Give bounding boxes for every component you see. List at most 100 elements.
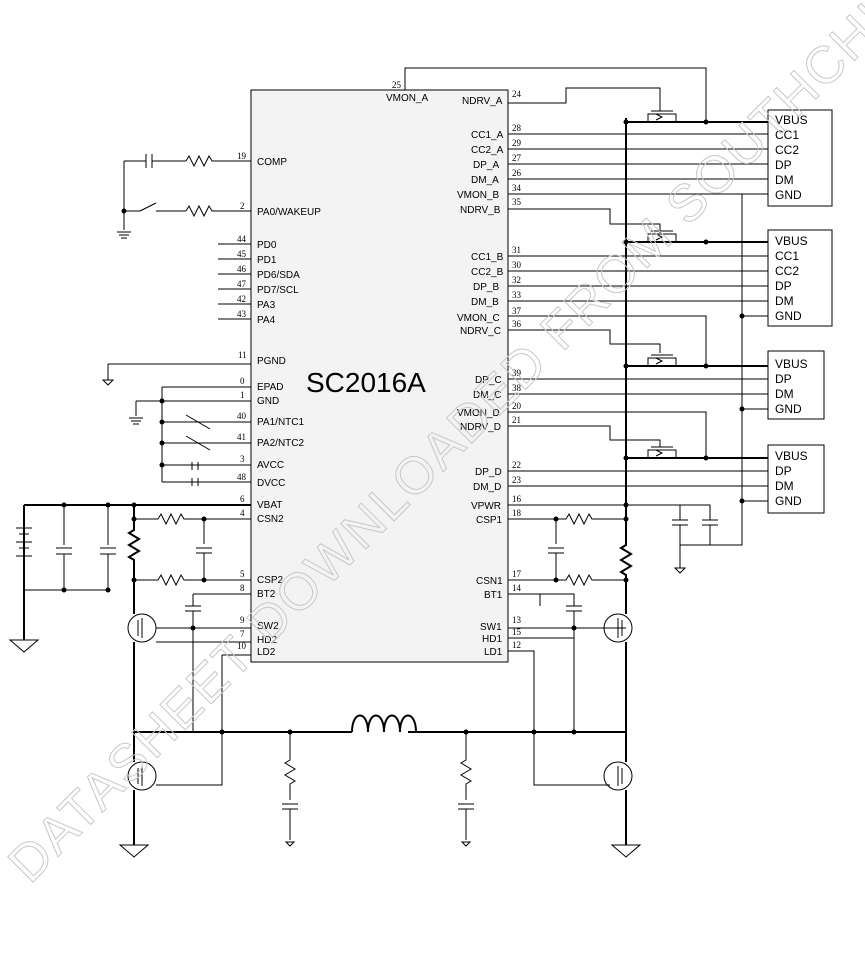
svg-text:18: 18 [512,508,522,518]
svg-text:VPWR: VPWR [471,501,501,512]
svg-text:39: 39 [512,368,522,378]
connector-a: VBUS CC1 CC2 DP DM GND [767,109,833,207]
svg-text:DM: DM [775,173,794,187]
svg-text:VMON_D: VMON_D [457,408,500,419]
svg-text:NDRV_D: NDRV_D [460,422,501,433]
svg-text:DM_A: DM_A [471,175,499,186]
svg-text:DP: DP [775,279,792,293]
svg-text:11: 11 [238,350,247,360]
svg-text:CC1: CC1 [775,249,799,263]
svg-text:VBUS: VBUS [775,113,808,127]
svg-text:19: 19 [237,151,247,161]
svg-text:CC1: CC1 [775,128,799,142]
svg-text:BT2: BT2 [257,589,276,600]
svg-text:CC2: CC2 [775,264,799,278]
svg-text:34: 34 [512,183,522,193]
switch-node [134,714,626,847]
svg-text:VMON_B: VMON_B [457,190,500,201]
svg-text:37: 37 [512,306,522,316]
svg-text:31: 31 [512,245,521,255]
svg-text:DM: DM [775,479,794,493]
svg-text:20: 20 [512,401,522,411]
svg-text:DP_B: DP_B [473,282,499,293]
svg-text:BT1: BT1 [484,590,503,601]
svg-text:DM: DM [775,294,794,308]
svg-text:DP_C: DP_C [475,375,502,386]
svg-text:DM_D: DM_D [473,482,501,493]
svg-text:40: 40 [237,411,247,421]
svg-text:PD7/SCL: PD7/SCL [257,285,299,296]
svg-text:3: 3 [240,454,245,464]
battery-section [8,502,251,653]
svg-text:30: 30 [512,260,522,270]
vpwr-capacitors [626,504,718,574]
svg-text:44: 44 [237,234,247,244]
left-pins: 19 COMP 2 PA0/WAKEUP 44 PD0 45 PD1 46 PD… [218,151,321,658]
svg-text:12: 12 [512,640,521,650]
vbus-switch-b [647,230,677,242]
svg-text:AVCC: AVCC [257,460,284,471]
svg-text:LD2: LD2 [257,647,276,658]
svg-text:38: 38 [512,383,522,393]
svg-text:DM: DM [775,387,794,401]
svg-text:6: 6 [240,494,245,504]
svg-text:GND: GND [775,309,802,323]
svg-text:PA3: PA3 [257,300,276,311]
right-signal-wires [508,87,768,786]
svg-text:DM_C: DM_C [473,390,501,401]
ic-body [250,89,509,663]
svg-text:DP_A: DP_A [473,160,499,171]
svg-text:PGND: PGND [257,356,286,367]
svg-text:CC1_A: CC1_A [471,130,504,141]
gnd-network [101,363,251,486]
svg-text:GND: GND [775,402,802,416]
svg-text:NDRV_B: NDRV_B [460,205,501,216]
svg-text:GND: GND [775,494,802,508]
svg-text:DM_B: DM_B [471,297,499,308]
connector-c: VBUS DP DM GND [767,350,825,420]
svg-text:47: 47 [237,279,247,289]
svg-text:4: 4 [240,508,245,518]
svg-text:36: 36 [512,319,522,329]
svg-text:CC2_A: CC2_A [471,145,504,156]
svg-text:23: 23 [512,475,522,485]
svg-text:VMON_C: VMON_C [457,313,500,324]
svg-text:CC1_B: CC1_B [471,252,504,263]
right-half-bridge [540,512,642,858]
svg-text:COMP: COMP [257,157,287,168]
svg-text:33: 33 [512,290,522,300]
svg-text:DVCC: DVCC [257,478,285,489]
svg-text:CSP2: CSP2 [257,575,284,586]
svg-text:41: 41 [237,432,246,442]
svg-text:43: 43 [237,309,247,319]
svg-text:5: 5 [240,569,245,579]
svg-text:22: 22 [512,460,521,470]
svg-text:17: 17 [512,569,522,579]
svg-text:VBUS: VBUS [775,449,808,463]
svg-text:EPAD: EPAD [257,382,284,393]
svg-text:HD2: HD2 [257,635,277,646]
svg-text:DP: DP [775,372,792,386]
svg-text:CC2: CC2 [775,143,799,157]
svg-text:PA0/WAKEUP: PA0/WAKEUP [257,207,321,218]
svg-text:2: 2 [240,201,245,211]
svg-text:DP: DP [775,158,792,172]
connector-b: VBUS CC1 CC2 DP DM GND [767,229,833,327]
svg-text:42: 42 [237,294,246,304]
svg-text:32: 32 [512,275,521,285]
svg-text:28: 28 [512,123,522,133]
svg-text:21: 21 [512,415,521,425]
svg-text:CSN1: CSN1 [476,576,503,587]
svg-text:SW2: SW2 [257,621,279,632]
svg-text:CC2_B: CC2_B [471,267,504,278]
left-half-bridge [118,593,251,858]
svg-text:8: 8 [240,583,245,593]
svg-text:NDRV_A: NDRV_A [462,96,503,107]
svg-text:29: 29 [512,138,522,148]
svg-text:48: 48 [237,472,247,482]
pin-vmon-a: 25 VMON_A [386,67,707,122]
svg-text:PA1/NTC1: PA1/NTC1 [257,417,304,428]
svg-text:DP: DP [775,464,792,478]
vbus-switch-a [647,110,677,122]
